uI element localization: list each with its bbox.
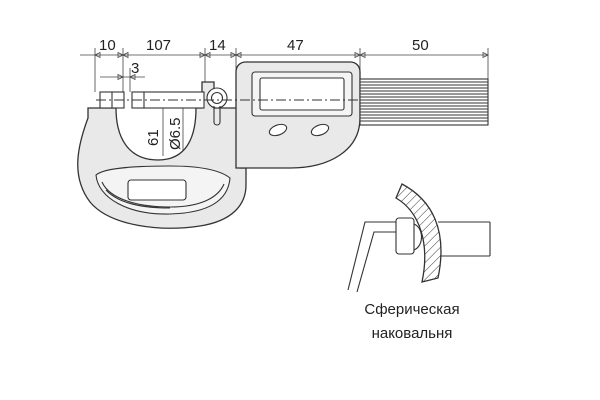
lock-lever [206,87,228,109]
inset-caption-line2: наковальня [372,325,453,342]
dim-3: 3 [131,60,139,77]
inset-caption-line1: Сферическая [364,301,459,318]
micrometer-body [77,61,489,229]
lcd-screen [259,77,345,111]
dim-10: 10 [99,37,116,54]
dim-diameter-6-5: Ø6.5 [167,117,184,150]
anvil-tip [395,217,415,255]
grip-label-plate [127,179,187,201]
mode-button [310,123,330,137]
dim-50: 50 [412,37,429,54]
spherical-anvil-inset [347,183,491,293]
dimension-lines [80,48,489,156]
dim-47: 47 [287,37,304,54]
zero-button [268,123,288,137]
dim-14: 14 [209,37,226,54]
workpiece-section [395,183,442,283]
ratchet-knurling [360,81,488,122]
dim-107: 107 [146,37,171,54]
ratchet-thimble [359,78,489,126]
dim-61: 61 [145,129,162,146]
